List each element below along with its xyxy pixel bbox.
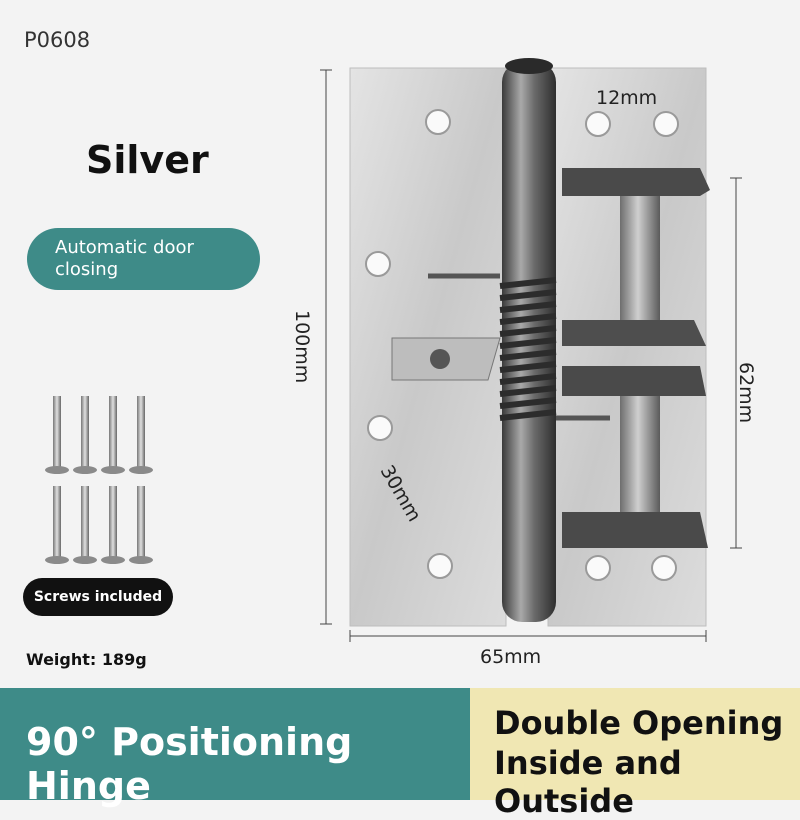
banner-right-line2: Inside and Outside xyxy=(494,744,682,820)
dim-width: 65mm xyxy=(480,646,541,668)
spring-coil xyxy=(499,277,557,421)
screws-icon xyxy=(45,396,153,564)
banner-right-line1: Double Opening xyxy=(494,704,784,742)
dim-arm-span: 62mm xyxy=(735,362,757,423)
screws-badge: Screws included xyxy=(23,578,173,616)
hinge-illustration: 12mm 65mm 100mm 62mm 30mm xyxy=(45,58,757,668)
weight-label: Weight: 189g xyxy=(26,650,147,669)
spring-arms xyxy=(391,168,710,548)
dim-height: 100mm xyxy=(291,310,313,383)
screw-holes xyxy=(365,109,679,581)
color-label: Silver xyxy=(86,138,209,182)
banner-left: 90° Positioning Hinge xyxy=(0,688,470,808)
product-code: P0608 xyxy=(24,28,91,52)
banner-right: Double Opening Inside and Outside xyxy=(470,688,800,820)
dim-hole-spacing: 12mm xyxy=(596,87,657,109)
banner-left-text: 90° Positioning Hinge xyxy=(26,720,353,808)
feature-badge: Automatic door closing xyxy=(27,228,260,290)
